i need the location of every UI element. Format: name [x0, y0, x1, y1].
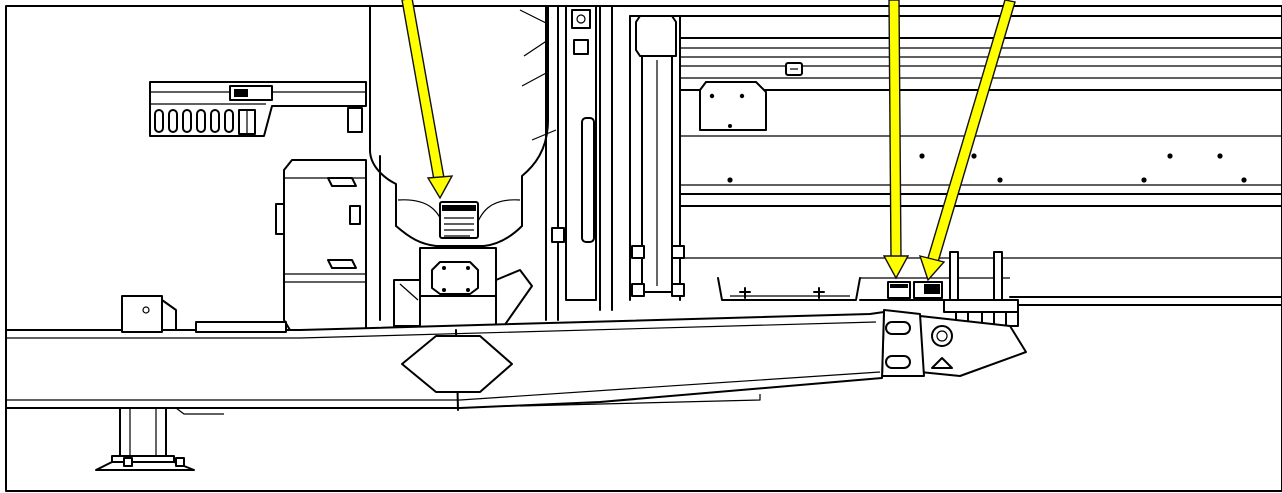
rail-frame-assembly [629, 15, 1282, 306]
side-columns [551, 5, 685, 311]
rail-mounting-holes [727, 153, 1247, 183]
callout-arrows [401, 0, 1016, 282]
beam-end-bracket [121, 295, 287, 333]
callout-arrow-module-a [882, 0, 910, 280]
main-beam [5, 311, 885, 415]
hinge-block [881, 309, 1027, 377]
callout-arrow-tower-label [401, 0, 454, 200]
callout-arrow-module-b [918, 0, 1016, 282]
beam-center-plate [401, 335, 513, 393]
drawing-border [5, 5, 1282, 492]
tray-cradle [717, 277, 1011, 301]
handle-bracket [149, 81, 367, 137]
central-tower [369, 5, 559, 327]
side-cabinet [275, 159, 367, 331]
control-modules [887, 281, 943, 299]
access-plate [699, 81, 767, 131]
bracket-rods [943, 251, 1019, 327]
support-leg [95, 407, 195, 471]
